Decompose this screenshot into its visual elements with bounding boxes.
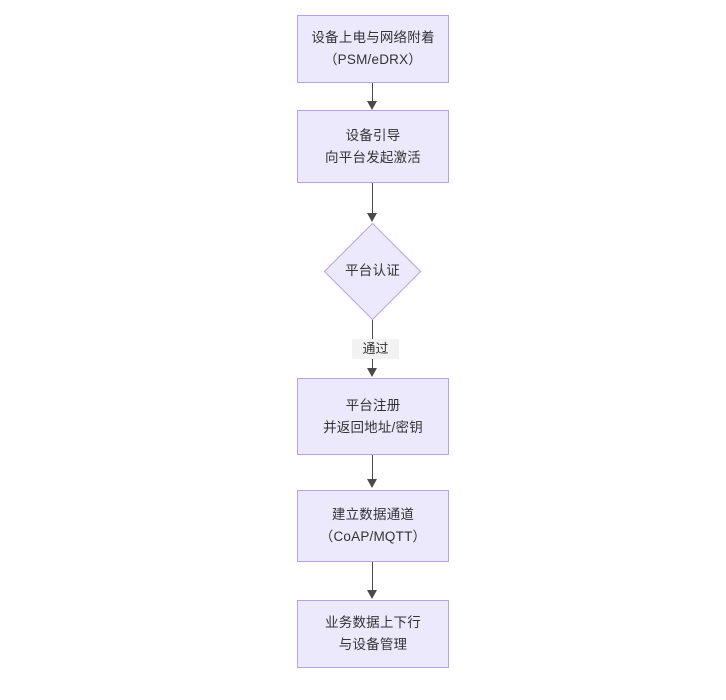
- arrowhead-n3-n4: [367, 368, 378, 377]
- node-platform-auth-label: 平台认证: [345, 263, 400, 278]
- node-platform-register-line-1: 平台注册: [345, 397, 401, 413]
- node-device-bootstrap[interactable]: 设备引导 向平台发起激活: [297, 110, 449, 183]
- node-device-power-on-line-2: （PSM/eDRX）: [323, 52, 423, 67]
- connector-n4-n5: [372, 455, 374, 483]
- node-platform-register-line-2: 并返回地址/密钥: [323, 419, 423, 435]
- arrowhead-n1-n2: [367, 101, 378, 110]
- edge-label-pass: 通过: [352, 339, 399, 359]
- node-business-data-line-1: 业务数据上下行: [325, 615, 421, 630]
- node-device-power-on-line-1: 设备上电与网络附着: [311, 30, 435, 45]
- connector-n2-n3: [372, 183, 374, 217]
- node-data-channel[interactable]: 建立数据通道 （CoAP/MQTT）: [297, 490, 449, 562]
- arrowhead-n5-n6: [367, 590, 378, 599]
- node-device-power-on[interactable]: 设备上电与网络附着 （PSM/eDRX）: [297, 15, 449, 83]
- arrowhead-n4-n5: [367, 479, 378, 488]
- node-business-data[interactable]: 业务数据上下行 与设备管理: [297, 600, 449, 668]
- node-device-bootstrap-line-1: 设备引导: [345, 127, 401, 143]
- node-platform-register[interactable]: 平台注册 并返回地址/密钥: [297, 378, 449, 455]
- connector-n1-n2: [372, 83, 374, 105]
- node-device-bootstrap-line-2: 向平台发起激活: [325, 149, 421, 165]
- node-data-channel-line-1: 建立数据通道: [331, 507, 415, 522]
- connector-n5-n6: [372, 562, 374, 594]
- node-business-data-line-2: 与设备管理: [338, 637, 408, 652]
- arrowhead-n2-n3: [367, 213, 378, 222]
- node-data-channel-line-2: （CoAP/MQTT）: [319, 529, 427, 544]
